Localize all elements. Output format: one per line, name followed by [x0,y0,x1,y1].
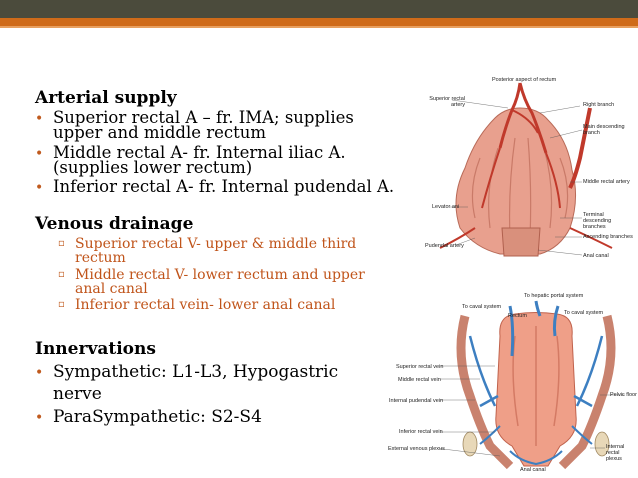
fig1-label-title: Posterior aspect of rectum [492,77,557,83]
arterial-item-1-line2: upper and middle rectum [53,123,267,142]
venous-item-2-line1: Middle rectal V- lower rectum and upper [75,267,365,283]
arterial-item-2-line1: Middle rectal A- fr. Internal iliac A. [53,143,346,162]
innervation-item-2-line1: ParaSympathetic: S2-S4 [53,407,262,427]
fig2-label-to-hepatic-portal-system: To hepatic portal system [524,293,584,299]
header-stripe [0,18,638,26]
fig1-label-main-descending-branch: Main descending branch [583,124,625,136]
venous-item-3-line1: Inferior rectal vein- lower anal canal [75,297,336,313]
venous-heading: Venous drainage [35,214,194,234]
rectal-arteries-illustration [420,78,632,266]
fig1-label-middle-rectal-artery: Middle rectal artery [583,179,630,185]
innervation-heading: Innervations [35,339,156,359]
innervation-item-1-line2: nerve [53,384,102,404]
fig1-label-terminal-descending-branches: Terminal descending branches [583,212,612,230]
fig2-label-inferior-rectal-vein: Inferior rectal vein [399,429,443,435]
arterial-item-2-line2: (supplies lower rectum) [53,158,253,177]
fig2-label-middle-rectal-vein: Middle rectal vein [398,377,441,383]
header-bar [0,0,638,18]
header-stripe-light [0,26,638,28]
sub-bullet: ▫ [58,299,65,310]
arterial-heading: Arterial supply [35,88,177,108]
bullet: • [35,111,44,127]
rectal-veins-illustration [440,300,625,470]
venous-item-1-line2: rectum [75,250,126,266]
bullet: • [35,410,44,426]
fig2-label-superior-rectal-vein: Superior rectal vein [396,364,444,370]
venous-item-1-line1: Superior rectal V- upper & middle third [75,236,357,252]
fig1-label-anal-canal: Anal canal [583,253,609,259]
fig2-label-pelvic-floor: Pelvic floor [610,392,637,398]
fig2-label-internal-rectal-plexus: Internal rectal plexus [606,444,625,462]
fig2-label-rectum: Rectum [508,313,527,319]
venous-item-2-line2: anal canal [75,281,148,297]
fig2-label-anal-canal: Anal canal [520,467,546,473]
arterial-item-3-line1: Inferior rectal A- fr. Internal pudendal… [53,177,395,196]
fig1-label-superior-rectal-artery: Superior rectal artery [429,96,465,108]
sub-bullet: ▫ [58,238,65,249]
innervation-item-1-line1: Sympathetic: L1-L3, Hypogastric [53,362,339,382]
sub-bullet: ▫ [58,269,65,280]
fig2-label-external-venous-plexus: External venous plexus [388,446,445,452]
bullet: • [35,146,44,162]
fig2-label-to-caval-system-right: To caval system [564,310,604,316]
fig1-label-ascending-branches: Ascending branches [583,234,633,240]
fig1-label-levator-ani: Levator ani [432,204,460,210]
fig1-label-pudendal-artery: Pudendal artery [425,243,464,249]
fig1-label-right-branch: Right branch [583,102,615,108]
bullet: • [35,180,44,196]
arterial-item-1-line1: Superior rectal A – fr. IMA; supplies [53,108,354,127]
fig2-label-to-caval-system-left: To caval system [462,304,502,310]
fig2-label-internal-pudendal-vein: Internal pudendal vein [389,398,444,404]
bullet: • [35,365,44,381]
